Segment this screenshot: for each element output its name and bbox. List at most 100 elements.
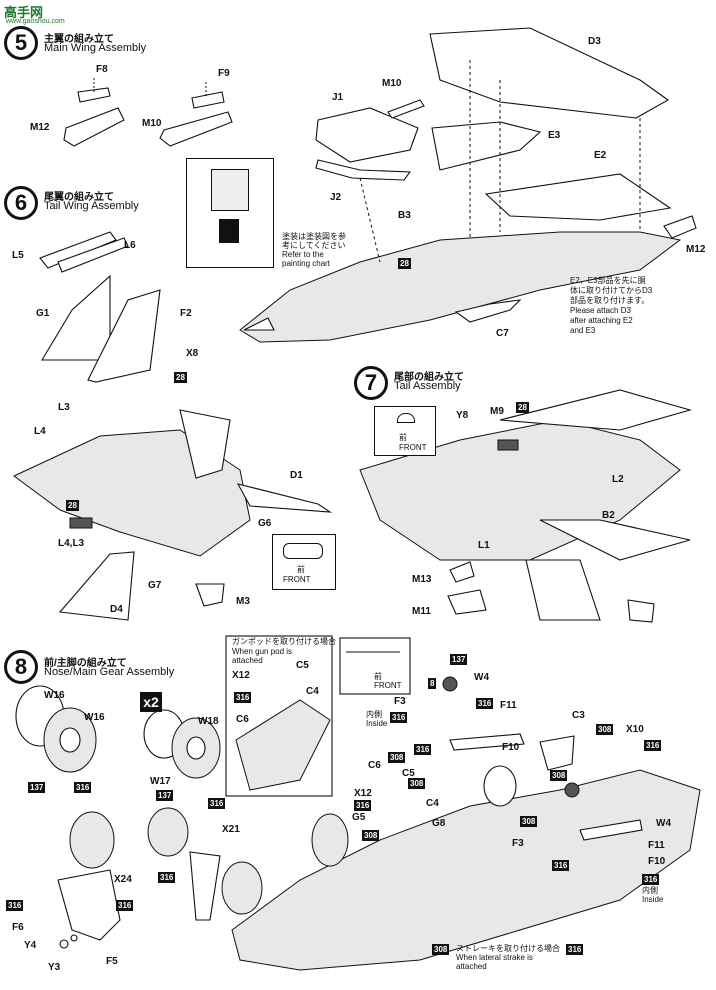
part-m10b-shape xyxy=(387,99,425,119)
front-inset-step7: 前 FRONT xyxy=(374,406,436,456)
part-label-w4a: W4 xyxy=(474,672,489,683)
part-label-w17: W17 xyxy=(150,776,171,787)
part-label-f2: F2 xyxy=(180,308,192,319)
part-label-y3: Y3 xyxy=(48,962,61,973)
part-label-x24: X24 xyxy=(114,874,132,885)
part-l6-shape xyxy=(57,237,129,273)
front-inset-step6: 前 FRONT xyxy=(272,534,336,590)
color-code-137: 137 xyxy=(156,790,174,801)
color-code-316: 316 xyxy=(116,900,134,911)
part-d3-wing xyxy=(429,27,670,119)
strake-note-en-2: attached xyxy=(456,962,487,971)
e2e3-note-jp-1: E2、E3部品を先に胴 xyxy=(570,276,646,285)
part-e2-shape xyxy=(484,173,672,221)
part-label-e3: E3 xyxy=(548,130,561,141)
color-code-316: 316 xyxy=(414,744,432,755)
part-label-c3: C3 xyxy=(572,710,585,721)
part-label-f10a: F10 xyxy=(502,742,520,753)
part-label-m10b: M10 xyxy=(382,78,402,89)
front-label-jp-2: 前 xyxy=(399,433,407,442)
gunpod-note-en-1: When gun pod is xyxy=(232,647,293,656)
color-code-316: 316 xyxy=(354,800,372,811)
part-label-f10b: F10 xyxy=(648,856,666,867)
part-label-g8: G8 xyxy=(432,818,446,829)
color-code-28: 28 xyxy=(174,372,187,383)
part-label-j2: J2 xyxy=(330,192,342,203)
part-d1-stabilizer xyxy=(236,483,333,513)
step-5-number: 5 xyxy=(4,26,38,60)
part-label-l4-l3: L4,L3 xyxy=(58,538,85,549)
step-8-number: 8 xyxy=(4,650,38,684)
part-d4-stabilizer xyxy=(58,551,135,621)
part-m11-shape xyxy=(447,589,487,615)
front-label-en: FRONT xyxy=(283,575,311,584)
part-label-b3: B3 xyxy=(398,210,411,221)
inside-note-jp-2: 内側 xyxy=(642,886,658,895)
part-c7-shape xyxy=(454,299,522,323)
color-code-308: 308 xyxy=(520,816,538,827)
color-code-28: 28 xyxy=(398,258,411,269)
part-label-g5: G5 xyxy=(352,812,366,823)
part-label-l5: L5 xyxy=(12,250,24,261)
part-label-d3: D3 xyxy=(588,36,601,47)
color-code-28: 28 xyxy=(66,500,79,511)
part-label-l1: L1 xyxy=(478,540,490,551)
part-label-f11a: F11 xyxy=(500,700,517,711)
part-label-l3: L3 xyxy=(58,402,70,413)
part-label-f3a: F3 xyxy=(394,696,406,707)
step-6-title-jp: 尾翼の組み立て xyxy=(44,192,114,203)
e2e3-note-jp-3: 部品を取り付けます。 xyxy=(570,296,650,305)
part-y3-shape xyxy=(59,939,69,949)
part-label-l2: L2 xyxy=(612,474,624,485)
part-label-y4: Y4 xyxy=(24,940,37,951)
part-label-f3b: F3 xyxy=(512,838,524,849)
e2e3-note-en-1: Please attach D3 xyxy=(570,306,631,315)
front-label-jp: 前 xyxy=(297,565,305,574)
part-label-m3: M3 xyxy=(236,596,250,607)
part-label-l4: L4 xyxy=(34,426,46,437)
part-label-e2: E2 xyxy=(594,150,607,161)
panel-swatch xyxy=(219,219,239,243)
color-code-308: 308 xyxy=(432,944,450,955)
part-label-f11b: F11 xyxy=(648,840,665,851)
front-label-jp-3: 前 xyxy=(374,672,382,681)
step-7-number: 7 xyxy=(354,366,388,400)
strake-note-jp: ストレーキを取り付ける場合 xyxy=(456,944,560,953)
color-code-316: 316 xyxy=(642,874,660,885)
part-m3-shape xyxy=(195,583,225,607)
part-label-c4b: C4 xyxy=(426,798,439,809)
step-6-title-en: Tail Wing Assembly xyxy=(44,200,139,212)
front-label-en-2: FRONT xyxy=(399,443,427,452)
part-label-m13: M13 xyxy=(412,574,432,585)
part-label-w16a: W16 xyxy=(44,690,65,701)
part-label-c7: C7 xyxy=(496,328,509,339)
paint-note-jp-1: 塗装は塗装図を参 xyxy=(282,232,346,241)
part-e3-shape xyxy=(431,121,542,171)
step-8-title-jp: 前/主脚の組み立て xyxy=(44,658,127,669)
color-code-316: 316 xyxy=(158,872,176,883)
part-label-g1: G1 xyxy=(36,308,50,319)
step-5-title-jp: 主翼の組み立て xyxy=(44,34,114,45)
front-view-drawing-2 xyxy=(397,413,415,423)
nose-gear-leg xyxy=(57,869,121,941)
color-code-316: 316 xyxy=(644,740,662,751)
part-f8-shape xyxy=(77,87,111,103)
part-m10-shape xyxy=(159,111,233,147)
color-code-316: 316 xyxy=(234,692,252,703)
part-y4-shape xyxy=(70,934,78,942)
part-label-m11: M11 xyxy=(412,606,431,617)
site-watermark-title: 高手网 xyxy=(4,5,44,20)
part-f2-fin xyxy=(87,289,161,383)
color-code-316: 316 xyxy=(566,944,584,955)
part-m13-shape xyxy=(449,561,475,583)
main-wheel-shape xyxy=(483,765,517,807)
part-label-f5: F5 xyxy=(106,956,118,967)
color-code-316: 316 xyxy=(476,698,494,709)
color-code-316: 316 xyxy=(208,798,226,809)
part-label-f8: F8 xyxy=(96,64,108,75)
step-7-title-en: Tail Assembly xyxy=(394,380,461,392)
part-j2-shape xyxy=(315,159,412,181)
front-label-en-3: FRONT xyxy=(374,681,402,690)
main-gear-leg xyxy=(189,851,221,921)
paint-note-jp-2: 考にしてください xyxy=(282,241,346,250)
